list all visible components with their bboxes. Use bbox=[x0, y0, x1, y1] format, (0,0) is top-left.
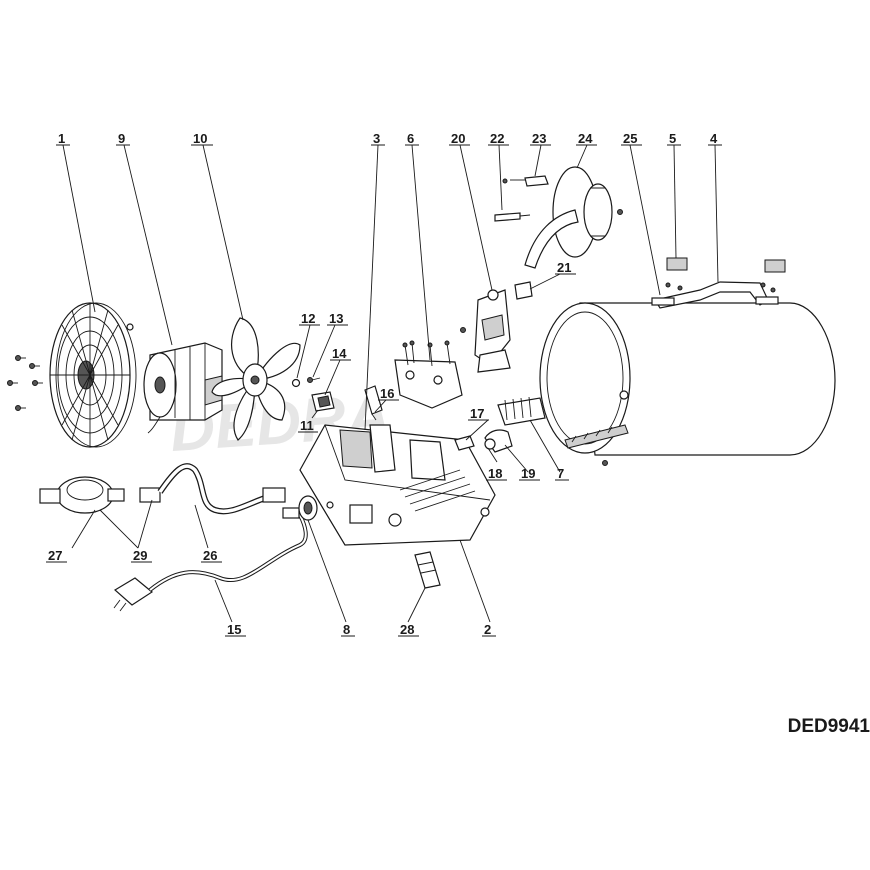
model-code: DED9941 bbox=[787, 716, 870, 737]
callout-8: 8 bbox=[343, 622, 350, 637]
igniter-parts bbox=[364, 385, 383, 421]
base-housing bbox=[299, 424, 496, 546]
callout-19: 19 bbox=[521, 466, 535, 481]
callout-1: 1 bbox=[58, 131, 65, 146]
callout-10: 10 bbox=[193, 131, 207, 146]
callout-27: 27 bbox=[48, 548, 62, 563]
callout-12: 12 bbox=[301, 311, 315, 326]
callout-20: 20 bbox=[451, 131, 465, 146]
guard-screws bbox=[7, 355, 43, 411]
callout-17: 17 bbox=[470, 406, 484, 421]
fan-blade bbox=[211, 317, 301, 441]
callout-13: 13 bbox=[329, 311, 343, 326]
callout-11: 11 bbox=[300, 418, 314, 433]
callout-3: 3 bbox=[373, 131, 380, 146]
callout-4: 4 bbox=[710, 131, 718, 146]
power-cord bbox=[113, 507, 308, 612]
callout-29: 29 bbox=[133, 548, 147, 563]
fan-guard bbox=[49, 302, 137, 448]
electrode-pins bbox=[494, 175, 549, 222]
combustion-chamber bbox=[539, 302, 836, 466]
callout-21: 21 bbox=[557, 260, 571, 275]
cable-grommet bbox=[298, 495, 318, 521]
callout-7: 7 bbox=[557, 466, 564, 481]
nozzle-holder bbox=[460, 281, 533, 373]
motor bbox=[143, 342, 223, 434]
gas-hose bbox=[139, 463, 286, 515]
leader-lines bbox=[62, 144, 719, 623]
gas-valve-parts bbox=[454, 429, 513, 453]
callout-24: 24 bbox=[578, 131, 593, 146]
callout-22: 22 bbox=[490, 131, 504, 146]
callout-15: 15 bbox=[227, 622, 241, 637]
callout-5: 5 bbox=[669, 131, 676, 146]
bracket-plate bbox=[394, 340, 463, 409]
small-parts-switch bbox=[291, 377, 335, 412]
callout-18: 18 bbox=[488, 466, 502, 481]
carry-handle bbox=[651, 257, 786, 309]
callout-25: 25 bbox=[623, 131, 637, 146]
electrode-bracket bbox=[497, 396, 546, 426]
callout-labels: 1 9 10 12 13 14 11 3 6 16 20 22 23 24 21… bbox=[46, 131, 722, 637]
callout-26: 26 bbox=[203, 548, 217, 563]
callout-16: 16 bbox=[380, 386, 394, 401]
callout-6: 6 bbox=[407, 131, 414, 146]
callout-14: 14 bbox=[332, 346, 347, 361]
gas-connector bbox=[414, 551, 441, 589]
burner-head bbox=[524, 166, 623, 269]
callout-2: 2 bbox=[484, 622, 491, 637]
callout-9: 9 bbox=[118, 131, 125, 146]
callout-28: 28 bbox=[400, 622, 414, 637]
callout-23: 23 bbox=[532, 131, 546, 146]
gas-regulator bbox=[39, 476, 125, 514]
